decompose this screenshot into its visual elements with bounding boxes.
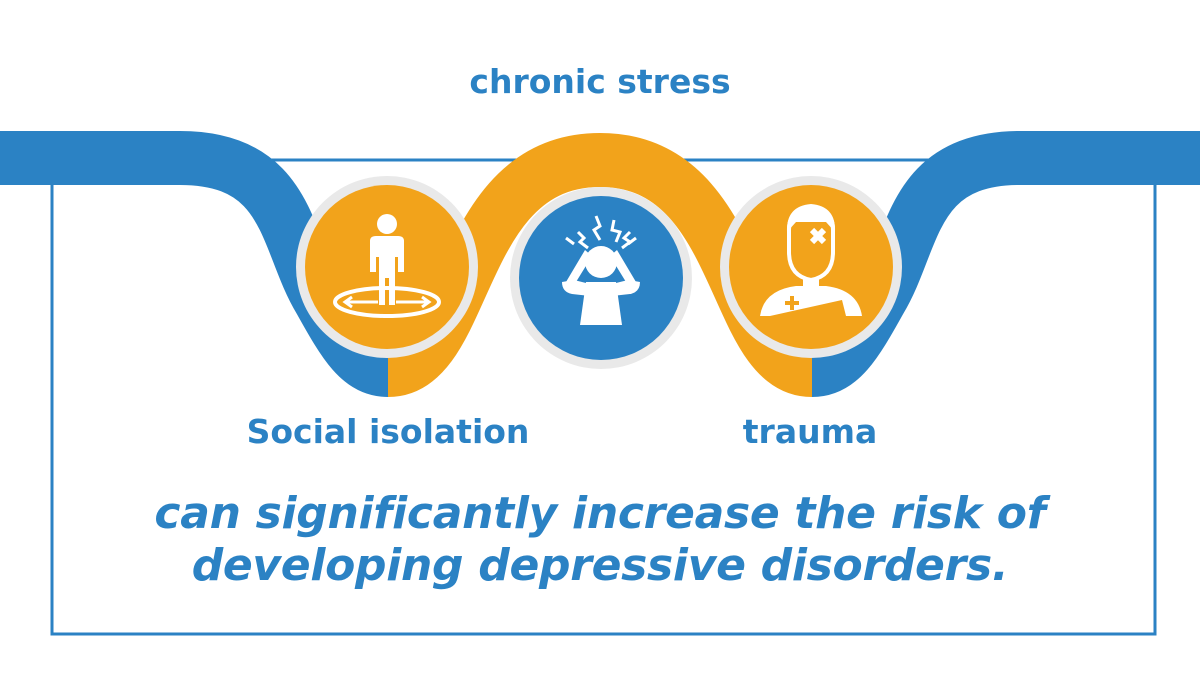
injured-person-icon: [720, 176, 902, 358]
isolated-person-icon: [296, 176, 478, 358]
factor-label-social-isolation: Social isolation: [246, 412, 530, 451]
tagline-line-1: can significantly increase the risk of: [154, 488, 1046, 539]
stressed-person-icon: [510, 187, 692, 369]
factor-label-chronic-stress: chronic stress: [469, 62, 731, 101]
tagline-line-2: developing depressive disorders.: [191, 540, 1009, 591]
factor-label-trauma: trauma: [742, 412, 878, 451]
